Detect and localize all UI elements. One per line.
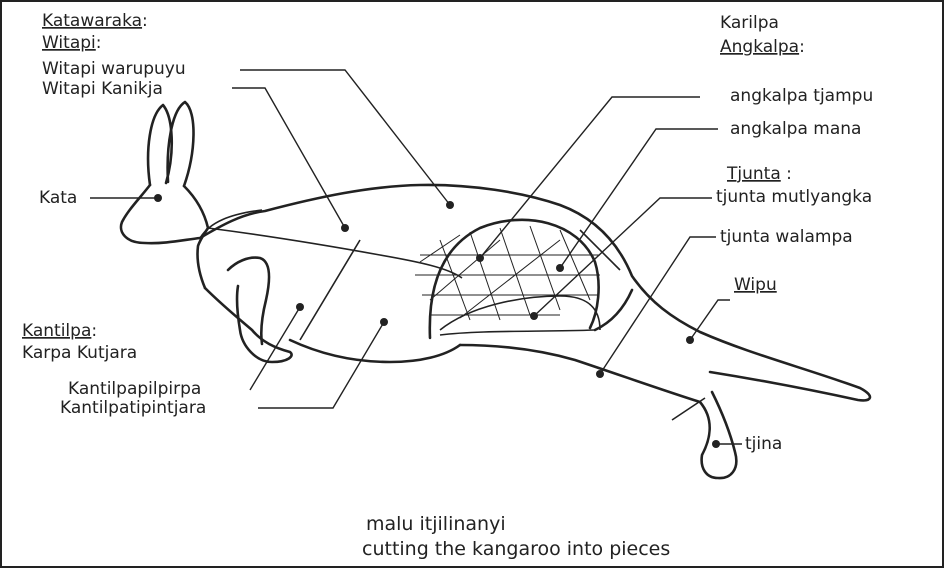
header-wipu: Wipu (734, 275, 777, 295)
label-kantilpatipintjara: Kantilpatipintjara (60, 398, 206, 418)
caption-subtitle: cutting the kangaroo into pieces (362, 538, 670, 560)
label-karpa-kutjara: Karpa Kutjara (22, 343, 137, 363)
hatched-region (415, 226, 600, 320)
label-kantilpapilpirpa: Kantilpapilpirpa (68, 379, 201, 399)
header-angkalpa: Angkalpa: (720, 37, 805, 57)
label-witapi-kanikja: Witapi Kanikja (42, 79, 163, 99)
label-angkalpa-mana: angkalpa mana (730, 119, 861, 139)
header-tjunta: Tjunta : (726, 164, 792, 184)
label-tjunta-walampa: tjunta walampa (720, 227, 853, 247)
label-tjunta-mutlyangka: tjunta mutlyangka (716, 187, 872, 207)
label-angkalpa-tjampu: angkalpa tjampu (730, 86, 873, 106)
label-witapi-warupuyu: Witapi warupuyu (42, 59, 186, 79)
label-tjina: tjina (745, 434, 782, 454)
header-kantilpa: Kantilpa: (22, 321, 97, 341)
header-witapi: Witapi: (42, 33, 102, 53)
header-karilpa: Karilpa (720, 13, 779, 33)
header-katawaraka: Katawaraka: (42, 11, 148, 31)
caption-title: malu itjilinanyi (366, 513, 506, 535)
label-kata: Kata (39, 188, 77, 208)
